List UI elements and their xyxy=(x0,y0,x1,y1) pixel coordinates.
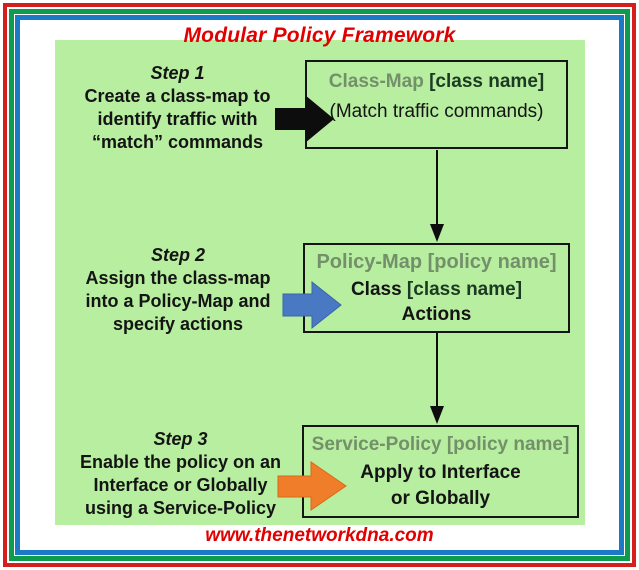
policy-map-class-param: [class name] xyxy=(406,278,523,300)
step-3-label: Step 3 xyxy=(153,429,208,449)
policy-map-class-line: Class [class name] xyxy=(351,279,522,300)
step-1-line-2: identify traffic with xyxy=(97,109,258,129)
step-2-line-1: Assign the class-map xyxy=(85,268,271,288)
step-2-label: Step 2 xyxy=(150,245,206,265)
page-title: Modular Policy Framework xyxy=(183,24,456,47)
policy-map-heading: Policy-Map [policy name] xyxy=(316,251,557,274)
class-map-heading: Class-Map [class name] xyxy=(329,71,544,93)
class-map-subtitle: (Match traffic commands) xyxy=(329,101,544,122)
step-1-line-3: “match” commands xyxy=(91,132,264,152)
step-2-line-3: specify actions xyxy=(112,314,244,334)
service-policy-line-2: or Globally xyxy=(390,487,491,509)
class-map-box: Class-Map [class name] (Match traffic co… xyxy=(305,60,568,149)
footer-watermark: www.thenetworkdna.com xyxy=(205,525,434,546)
step-3-line-3: using a Service-Policy xyxy=(84,498,277,518)
step-1-label: Step 1 xyxy=(150,63,205,83)
service-policy-heading: Service-Policy [policy name] xyxy=(311,434,570,456)
policy-map-actions: Actions xyxy=(401,303,472,325)
step-3-line-1: Enable the policy on an xyxy=(79,452,282,472)
step-1-block: Step 1 Create a class-map to identify tr… xyxy=(55,62,300,154)
service-policy-line-1: Apply to Interface xyxy=(360,461,521,483)
policy-map-class-text: Class xyxy=(350,278,402,300)
step-3-line-2: Interface or Globally xyxy=(93,475,268,495)
class-map-name: Class-Map xyxy=(328,71,424,92)
service-policy-box: Service-Policy [policy name] Apply to In… xyxy=(302,425,579,518)
step-3-block: Step 3 Enable the policy on an Interface… xyxy=(53,428,308,520)
step-1-line-1: Create a class-map to xyxy=(84,86,271,106)
policy-map-box: Policy-Map [policy name] Class [class na… xyxy=(303,243,570,333)
step-2-line-2: into a Policy-Map and xyxy=(85,291,271,311)
class-map-param: [class name] xyxy=(429,71,545,92)
step-2-block: Step 2 Assign the class-map into a Polic… xyxy=(53,244,303,336)
